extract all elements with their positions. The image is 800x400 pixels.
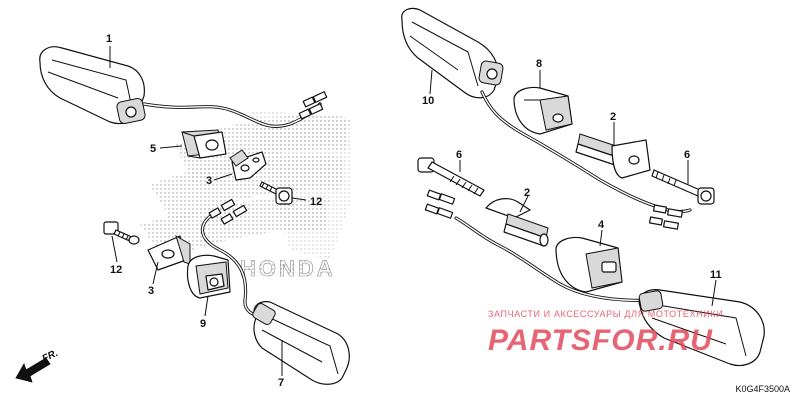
part-7-turn-signal-front-left[interactable] xyxy=(251,301,350,385)
watermark-logo: PARTSFOR.RU xyxy=(488,324,713,357)
callout-3-lower: 3 xyxy=(148,285,154,297)
callout-11: 11 xyxy=(710,269,722,281)
part-8-rubber-mount[interactable] xyxy=(513,86,573,135)
callout-2-lower: 2 xyxy=(524,187,530,199)
wire-part-7 xyxy=(201,198,264,318)
watermark-tagline: ЗАПЧАСТИ И АКСЕССУАРЫ ДЛЯ МОТОТЕХНИКИ xyxy=(488,309,723,319)
diagram-code: K0G4F3500A xyxy=(735,384,790,394)
honda-wing-watermark xyxy=(140,110,352,260)
part-4-rubber-mount[interactable] xyxy=(555,236,623,293)
part-6-long-bolt-right[interactable] xyxy=(651,169,715,205)
callout-12-upper: 12 xyxy=(310,196,322,208)
leader-lines xyxy=(109,46,717,376)
callout-1: 1 xyxy=(106,33,112,45)
callout-10: 10 xyxy=(422,95,434,107)
arrow-icon xyxy=(15,357,51,383)
part-3-bracket-upper[interactable] xyxy=(229,149,267,181)
wire-part-10 xyxy=(480,90,692,230)
part-11-turn-signal-rear-left[interactable] xyxy=(638,289,765,367)
part-6-long-bolt-left[interactable] xyxy=(417,157,485,197)
callout-4: 4 xyxy=(598,219,605,231)
front-direction-arrow: FR. xyxy=(15,348,60,383)
honda-brand-watermark: HONDA xyxy=(240,256,336,281)
callout-5: 5 xyxy=(150,143,156,155)
direction-label: FR. xyxy=(41,348,60,365)
part-2-collar-upper[interactable] xyxy=(575,133,651,179)
part-10-turn-signal-rear-right[interactable] xyxy=(401,7,504,99)
partsfor-watermark: ЗАПЧАСТИ И АКСЕССУАРЫ ДЛЯ МОТОТЕХНИКИ PA… xyxy=(488,309,723,357)
wire-part-1 xyxy=(142,91,328,128)
callout-6-left: 6 xyxy=(456,149,462,161)
callout-3-upper: 3 xyxy=(206,175,212,187)
part-12-bolt-upper[interactable] xyxy=(259,181,293,205)
callout-2-upper: 2 xyxy=(610,111,616,123)
callout-6-right: 6 xyxy=(684,149,690,161)
callouts: 1 5 3 12 12 3 9 7 10 8 2 6 6 2 4 11 xyxy=(106,33,722,389)
wire-part-11 xyxy=(424,189,662,303)
part-1-turn-signal-front-right[interactable] xyxy=(39,46,146,125)
callout-8: 8 xyxy=(536,58,542,70)
part-9-rubber-mount[interactable] xyxy=(186,254,231,299)
callout-7: 7 xyxy=(278,377,284,389)
callout-12-lower: 12 xyxy=(110,264,122,276)
part-12-bolt-lower[interactable] xyxy=(103,221,140,245)
callout-9: 9 xyxy=(200,318,206,330)
part-2-collar-lower[interactable] xyxy=(485,198,549,247)
part-5-rubber-mount[interactable] xyxy=(181,129,227,159)
